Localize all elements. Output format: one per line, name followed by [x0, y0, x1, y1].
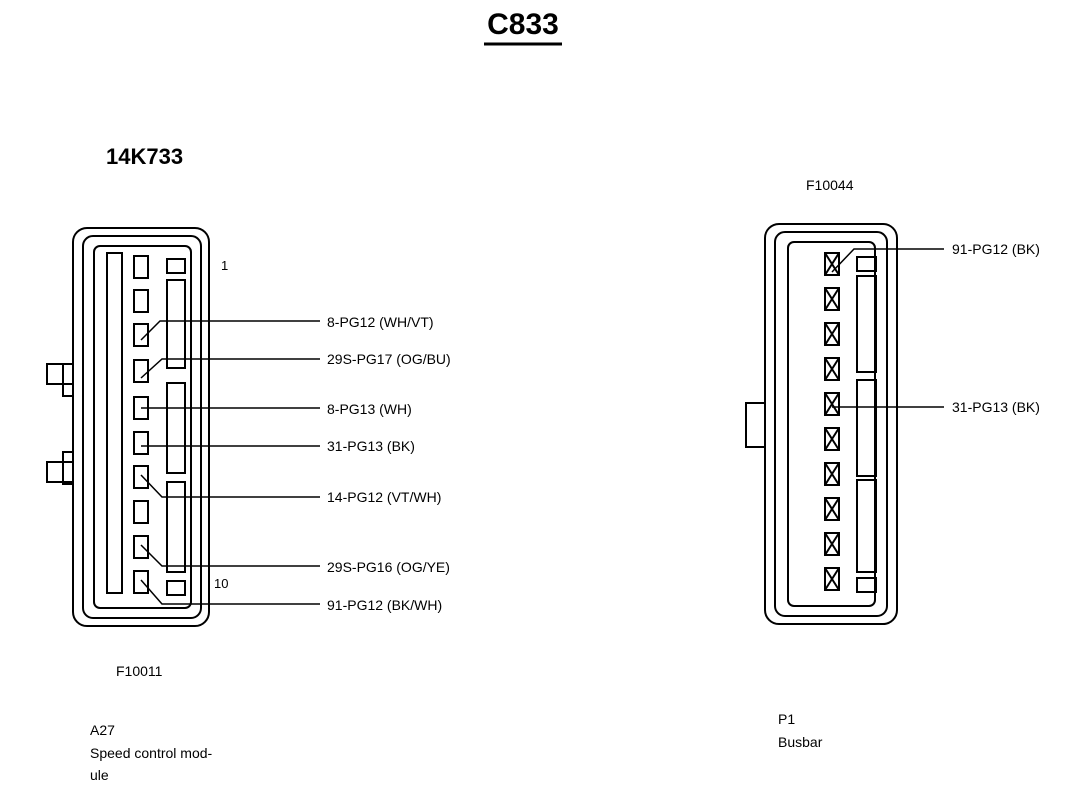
left-side-slot-2	[166, 382, 186, 474]
left-connector: 14K733	[46, 144, 451, 783]
right-cavity-6	[824, 427, 840, 451]
left-component-ref: A27	[90, 722, 115, 738]
left-component-desc-2: ule	[90, 767, 109, 783]
right-component-ref: P1	[778, 711, 795, 727]
diagram-title: C833	[487, 8, 559, 41]
left-cavity-7	[133, 465, 149, 489]
left-latch-bottom	[46, 451, 74, 485]
right-housing-outer	[764, 223, 898, 625]
left-cavity-10	[133, 570, 149, 594]
left-cavity-3	[133, 323, 149, 347]
left-wire-label-3: 8-PG13 (WH)	[327, 401, 412, 417]
left-cavity-1	[133, 255, 149, 279]
right-cavity-7	[824, 462, 840, 486]
right-cavity-4	[824, 357, 840, 381]
left-figure-code: F10011	[116, 663, 163, 679]
right-latch	[745, 402, 766, 448]
right-cavity-8	[824, 497, 840, 521]
right-wire-label-2: 31-PG13 (BK)	[952, 399, 1040, 415]
right-wire-label-1: 91-PG12 (BK)	[952, 241, 1040, 257]
right-cavity-9	[824, 532, 840, 556]
left-side-slot-1	[166, 279, 186, 369]
right-wire-line-1	[831, 248, 944, 273]
left-cavity-2	[133, 289, 149, 313]
left-cavity-6	[133, 431, 149, 455]
right-cavity-3	[824, 322, 840, 346]
left-wire-label-4: 31-PG13 (BK)	[327, 438, 415, 454]
right-side-slot-1	[856, 275, 877, 373]
right-component-desc: Busbar	[778, 734, 823, 750]
left-cavity-8	[133, 500, 149, 524]
left-housing-outer	[72, 227, 210, 627]
right-cavity-2	[824, 287, 840, 311]
right-small-slot-top	[856, 256, 877, 272]
left-wire-line-2	[140, 358, 320, 379]
left-polarizing-slot	[106, 252, 123, 594]
left-cavity-9	[133, 535, 149, 559]
right-housing-mid	[774, 231, 888, 617]
left-latch-top	[46, 363, 74, 397]
left-small-slot-top	[166, 258, 186, 274]
left-wire-line-6	[140, 544, 320, 567]
left-wire-label-1: 8-PG12 (WH/VT)	[327, 314, 434, 330]
right-cavity-5	[824, 392, 840, 416]
left-cavity-4	[133, 359, 149, 383]
left-side-slot-3	[166, 481, 186, 573]
right-cavity-10	[824, 567, 840, 591]
right-small-slot-bottom	[856, 577, 877, 593]
left-housing-inner	[93, 245, 192, 609]
right-figure-code: F10044	[806, 177, 854, 193]
left-pin-10-label: 10	[214, 576, 228, 591]
left-wire-line-7	[140, 579, 320, 605]
left-wire-line-5	[140, 474, 320, 498]
left-pin-1-label: 1	[221, 258, 228, 273]
right-connector: F10044 91-PG12 (BK) 31-PG13 (BK) P1 Busb…	[745, 177, 1040, 750]
left-wire-line-1	[140, 320, 320, 341]
left-small-slot-bottom	[166, 580, 186, 596]
right-side-slot-3	[856, 479, 877, 573]
left-wire-label-5: 14-PG12 (VT/WH)	[327, 489, 441, 505]
left-wire-label-7: 91-PG12 (BK/WH)	[327, 597, 442, 613]
left-housing-mid	[82, 235, 202, 619]
left-part-number: 14K733	[106, 144, 183, 169]
left-component-desc-1: Speed control mod-	[90, 745, 213, 761]
left-wire-label-2: 29S-PG17 (OG/BU)	[327, 351, 451, 367]
left-wire-label-6: 29S-PG16 (OG/YE)	[327, 559, 450, 575]
right-side-slot-2	[856, 379, 877, 477]
